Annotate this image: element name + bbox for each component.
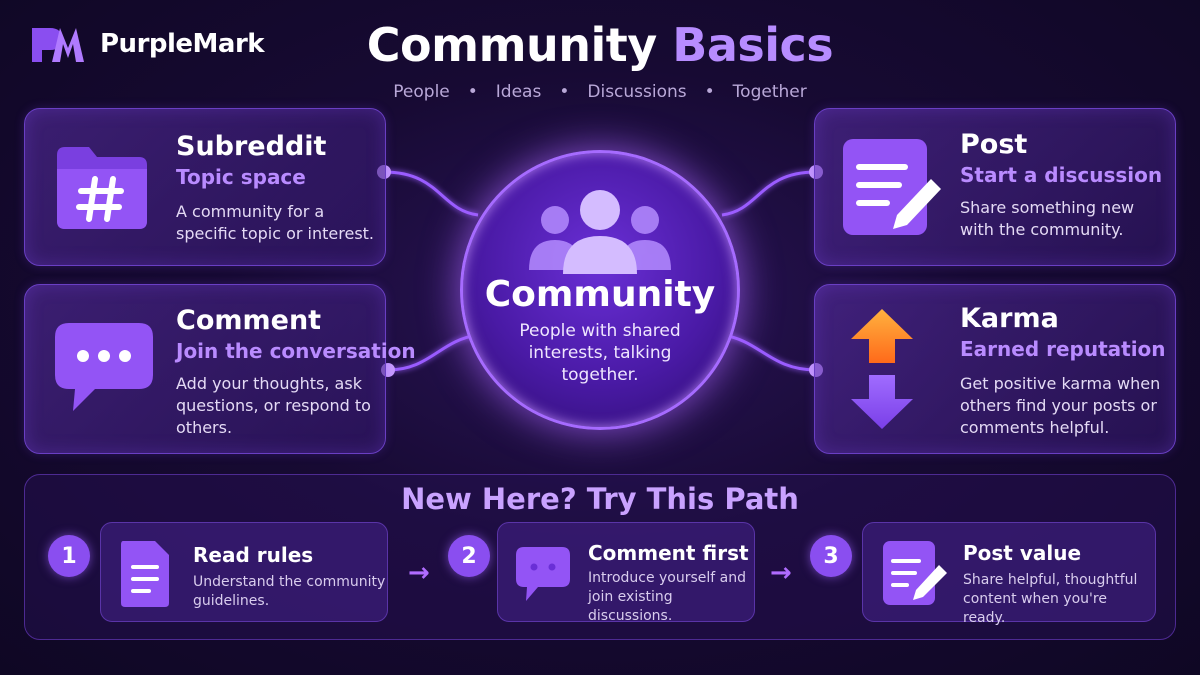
hub-title: Community (484, 274, 716, 315)
arrow-right-icon: → (770, 558, 792, 588)
card-subtitle: Start a discussion (960, 163, 1163, 187)
card-title: Post (960, 129, 1028, 160)
document-icon (121, 541, 169, 607)
tagline-item: Discussions (587, 82, 687, 102)
step-title: Read rules (193, 543, 314, 567)
tagline: People • Ideas • Discussions • Together (0, 82, 1200, 102)
card-subreddit: Subreddit Topic space A community for a … (24, 108, 386, 266)
chat-bubble-icon (55, 323, 153, 411)
tagline-separator: • (467, 82, 478, 102)
step-description: Introduce yourself and join existing dis… (588, 570, 747, 624)
card-title: Comment (176, 305, 322, 336)
chat-bubble-icon (516, 547, 570, 601)
step-number: 2 (448, 535, 490, 577)
card-description: Get positive karma when others find your… (960, 374, 1161, 437)
title-word-2: Basics (672, 18, 834, 72)
arrow-right-icon: → (408, 558, 430, 588)
tagline-item: People (393, 82, 450, 102)
step-card-post-value: Post value Share helpful, thoughtful con… (862, 522, 1156, 626)
purplemark-logo-icon (32, 28, 84, 62)
step-description: Share helpful, thoughtful content when y… (963, 572, 1138, 626)
path-title: New Here? Try This Path (401, 482, 799, 516)
card-subtitle: Join the conversation (176, 339, 416, 363)
step-description: Understand the community guidelines. (193, 574, 386, 609)
people-group-icon (529, 190, 671, 274)
card-comment: Comment Join the conversation Add your t… (24, 284, 416, 454)
card-description: Share something new with the community. (960, 198, 1135, 239)
card-post: Post Start a discussion Share something … (814, 108, 1176, 266)
step-title: Comment first (588, 541, 749, 565)
tagline-item: Ideas (495, 82, 542, 102)
card-subtitle: Topic space (176, 165, 306, 189)
brand-logo: PurpleMark (28, 22, 265, 66)
tagline-separator: • (559, 82, 570, 102)
card-title: Subreddit (176, 131, 327, 162)
card-title: Karma (960, 303, 1059, 334)
brand-name: PurpleMark (100, 29, 265, 59)
tagline-separator: • (704, 82, 715, 102)
hub-description: People with shared interests, talking to… (519, 321, 681, 385)
page-title: Community Basics (0, 18, 1200, 72)
step-card-read-rules: Read rules Understand the community guid… (100, 522, 388, 622)
tagline-item: Together (732, 82, 807, 102)
step-number: 1 (48, 535, 90, 577)
document-pencil-icon (843, 139, 941, 235)
document-pencil-icon (883, 541, 947, 605)
card-description: Add your thoughts, ask questions, or res… (176, 374, 371, 437)
hashtag-folder-icon (57, 147, 147, 229)
card-subtitle: Earned reputation (960, 337, 1166, 361)
step-number: 3 (810, 535, 852, 577)
card-karma: Karma Earned reputation Get positive kar… (814, 284, 1176, 454)
title-word-1: Community (366, 18, 657, 72)
updown-arrow-icon (851, 309, 913, 429)
step-title: Post value (963, 541, 1082, 565)
step-card-comment-first: Comment first Introduce yourself and joi… (497, 522, 755, 624)
card-description: A community for a specific topic or inte… (176, 202, 375, 243)
